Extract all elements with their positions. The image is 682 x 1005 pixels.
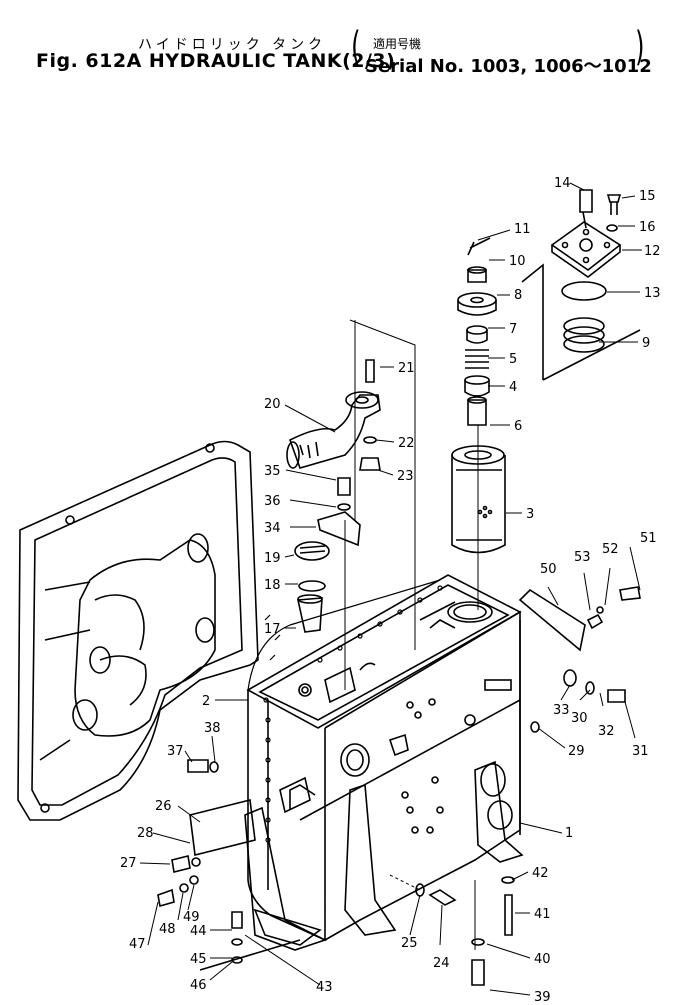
callout-38: 38 bbox=[204, 721, 221, 736]
callout-25: 25 bbox=[401, 936, 418, 951]
tank-body bbox=[246, 574, 522, 942]
callout-35: 35 bbox=[264, 464, 281, 479]
callout-6: 6 bbox=[514, 419, 522, 434]
control-valve-frame bbox=[17, 440, 259, 821]
callout-36: 36 bbox=[264, 494, 281, 509]
callout-4: 4 bbox=[509, 380, 517, 395]
callout-1: 1 bbox=[565, 826, 573, 841]
callout-34: 34 bbox=[264, 521, 281, 536]
callout-26: 26 bbox=[155, 799, 172, 814]
flange-bolt-row bbox=[247, 579, 443, 843]
close-paren: ) bbox=[635, 24, 645, 70]
callout-42: 42 bbox=[532, 866, 549, 881]
callout-13: 13 bbox=[644, 286, 661, 301]
callout-2: 2 bbox=[202, 694, 210, 709]
callout-18: 18 bbox=[264, 578, 281, 593]
callout-30: 30 bbox=[571, 711, 588, 726]
title-japanese: ハイドロリック タンク bbox=[138, 37, 327, 53]
callout-37: 37 bbox=[167, 744, 184, 759]
callout-28: 28 bbox=[137, 826, 154, 841]
callout-47: 47 bbox=[129, 937, 146, 952]
figure-title: Fig. 612A HYDRAULIC TANK(2/3) bbox=[36, 50, 396, 72]
callout-51: 51 bbox=[640, 531, 657, 546]
callout-8: 8 bbox=[514, 288, 522, 303]
open-paren: ( bbox=[351, 24, 361, 70]
callout-16: 16 bbox=[639, 220, 656, 235]
callout-5: 5 bbox=[509, 352, 517, 367]
callout-48: 48 bbox=[159, 922, 176, 937]
callout-40: 40 bbox=[534, 952, 551, 967]
serial-range: Serial No. 1003, 1006～1012 bbox=[365, 56, 652, 77]
callout-10: 10 bbox=[509, 254, 526, 269]
callout-45: 45 bbox=[190, 952, 207, 967]
callout-43: 43 bbox=[316, 980, 333, 995]
callout-11: 11 bbox=[514, 222, 531, 237]
callout-20: 20 bbox=[264, 397, 281, 412]
callout-31: 31 bbox=[632, 744, 649, 759]
callout-12: 12 bbox=[644, 244, 661, 259]
callout-29: 29 bbox=[568, 744, 585, 759]
figure-header: ハイドロリック タンク Fig. 612A HYDRAULIC TANK(2/3… bbox=[0, 0, 682, 90]
reference-lines bbox=[344, 319, 479, 950]
callout-24: 24 bbox=[433, 956, 450, 971]
callout-labels: 1 2 3 4 5 6 7 8 9 10 11 12 13 14 15 16 1… bbox=[120, 176, 661, 1005]
callout-14: 14 bbox=[554, 176, 571, 191]
callout-27: 27 bbox=[120, 856, 137, 871]
tank-supports bbox=[189, 760, 524, 951]
callout-9: 9 bbox=[642, 336, 650, 351]
callout-7: 7 bbox=[509, 322, 517, 337]
callout-50: 50 bbox=[540, 562, 557, 577]
relief-valve-stack bbox=[457, 237, 497, 426]
callout-21: 21 bbox=[398, 361, 415, 376]
callout-17: 17 bbox=[264, 622, 281, 637]
callout-52: 52 bbox=[602, 542, 619, 557]
callout-23: 23 bbox=[397, 469, 414, 484]
callout-39: 39 bbox=[534, 990, 551, 1005]
callout-53: 53 bbox=[574, 550, 591, 565]
callout-41: 41 bbox=[534, 907, 551, 922]
small-fasteners bbox=[157, 359, 641, 986]
callout-46: 46 bbox=[190, 978, 207, 993]
callout-3: 3 bbox=[526, 507, 534, 522]
leader-lines bbox=[139, 182, 642, 996]
callout-32: 32 bbox=[598, 724, 615, 739]
callout-44: 44 bbox=[190, 924, 207, 939]
callout-33: 33 bbox=[553, 703, 570, 718]
suction-pipe bbox=[286, 391, 381, 469]
callout-22: 22 bbox=[398, 436, 415, 451]
callout-15: 15 bbox=[639, 189, 656, 204]
filter-cover-assembly bbox=[521, 189, 641, 381]
callout-49: 49 bbox=[183, 910, 200, 925]
serial-japanese: 適用号機 bbox=[373, 37, 422, 51]
callout-19: 19 bbox=[264, 551, 281, 566]
